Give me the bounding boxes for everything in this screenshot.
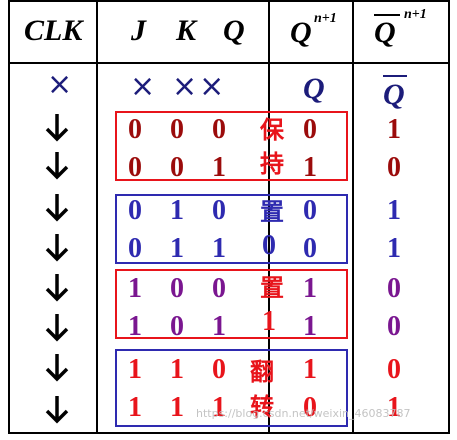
- clock-arrow-icon: [45, 114, 69, 142]
- g2-row1-k: 1: [170, 195, 184, 226]
- g1-label-bottom: 持: [260, 150, 284, 178]
- j-dont-care: ×: [130, 69, 156, 104]
- g3-row2-qn1: 1: [303, 311, 317, 342]
- g4-row1-k: 1: [170, 354, 184, 385]
- clock-arrow-icon: [45, 354, 69, 382]
- g3-row1-q: 0: [212, 273, 226, 304]
- group-box-set: [115, 269, 348, 339]
- header-qbar-superscript: n+1: [404, 7, 427, 22]
- g3-row2-qbar: 0: [387, 311, 401, 342]
- g4-row2-qbar: 1: [387, 392, 401, 423]
- group-box-toggle: [115, 349, 348, 427]
- g2-row1-qn1: 0: [303, 195, 317, 226]
- g3-label-top: 置: [260, 274, 284, 302]
- g4-row1-q: 0: [212, 354, 226, 385]
- g4-row2-j: 1: [128, 392, 142, 423]
- g3-row1-qn1: 1: [303, 273, 317, 304]
- qn1-hold-value: Q: [303, 72, 325, 105]
- column-divider-clk: [96, 0, 98, 434]
- g3-row1-j: 1: [128, 273, 142, 304]
- column-divider-q: [268, 0, 270, 434]
- g1-row1-qbar: 1: [387, 114, 401, 145]
- header-q: Q: [223, 14, 245, 47]
- qbar-hold-value: Q: [383, 78, 405, 111]
- group-box-hold: [115, 111, 348, 181]
- g1-row2-j: 0: [128, 152, 142, 183]
- g1-row1-qn1: 0: [303, 114, 317, 145]
- g1-label-top: 保: [260, 116, 284, 144]
- clock-arrow-icon: [45, 274, 69, 302]
- g4-row2-q: 1: [212, 392, 226, 423]
- g3-row2-k: 0: [170, 311, 184, 342]
- g1-row1-j: 0: [128, 114, 142, 145]
- header-qn1-superscript: n+1: [314, 11, 337, 26]
- g3-label-bottom: 1: [262, 306, 276, 337]
- g3-row1-k: 0: [170, 273, 184, 304]
- g4-label-top: 翻: [250, 358, 274, 386]
- g3-row2-q: 1: [212, 311, 226, 342]
- g2-row2-qn1: 0: [303, 233, 317, 264]
- header-qn1: Q: [290, 16, 312, 49]
- g2-row1-qbar: 1: [387, 195, 401, 226]
- g4-row1-qbar: 0: [387, 354, 401, 385]
- g4-row2-k: 1: [170, 392, 184, 423]
- qbar-hold-overline: [383, 75, 407, 77]
- group-box-reset: [115, 194, 348, 264]
- g1-row1-q: 0: [212, 114, 226, 145]
- g2-label-bottom: 0: [262, 230, 276, 261]
- clock-arrow-icon: [45, 234, 69, 262]
- header-k: K: [176, 14, 197, 47]
- g1-row1-k: 0: [170, 114, 184, 145]
- g2-row1-j: 0: [128, 195, 142, 226]
- g2-row2-k: 1: [170, 233, 184, 264]
- header-qbar-overline: [374, 14, 400, 16]
- kq-dont-care: ××: [172, 69, 227, 104]
- table-border: [8, 0, 450, 434]
- g1-row2-k: 0: [170, 152, 184, 183]
- clk-dont-care: ×: [47, 67, 73, 102]
- g2-row2-q: 1: [212, 233, 226, 264]
- clock-arrow-icon: [45, 314, 69, 342]
- clock-arrow-icon: [45, 152, 69, 180]
- g2-label-top: 置: [260, 198, 284, 226]
- g2-row2-qbar: 1: [387, 233, 401, 264]
- clock-arrow-icon: [45, 194, 69, 222]
- header-j: J: [131, 14, 146, 47]
- g2-row1-q: 0: [212, 195, 226, 226]
- g1-row2-qbar: 0: [387, 152, 401, 183]
- watermark: https://blog.csdn.net/weixin_46083787: [196, 407, 411, 420]
- g4-row1-j: 1: [128, 354, 142, 385]
- g3-row1-qbar: 0: [387, 273, 401, 304]
- g4-label-bottom: 转: [250, 393, 274, 421]
- column-divider-qn1: [352, 0, 354, 434]
- header-divider: [8, 62, 450, 64]
- g2-row2-j: 0: [128, 233, 142, 264]
- g1-row2-qn1: 1: [303, 152, 317, 183]
- g3-row2-j: 1: [128, 311, 142, 342]
- header-qbar: Q: [374, 16, 396, 49]
- g1-row2-q: 1: [212, 152, 226, 183]
- g4-row1-qn1: 1: [303, 354, 317, 385]
- clock-arrow-icon: [45, 396, 69, 424]
- g4-row2-qn1: 0: [303, 392, 317, 423]
- header-clk: CLK: [24, 14, 83, 47]
